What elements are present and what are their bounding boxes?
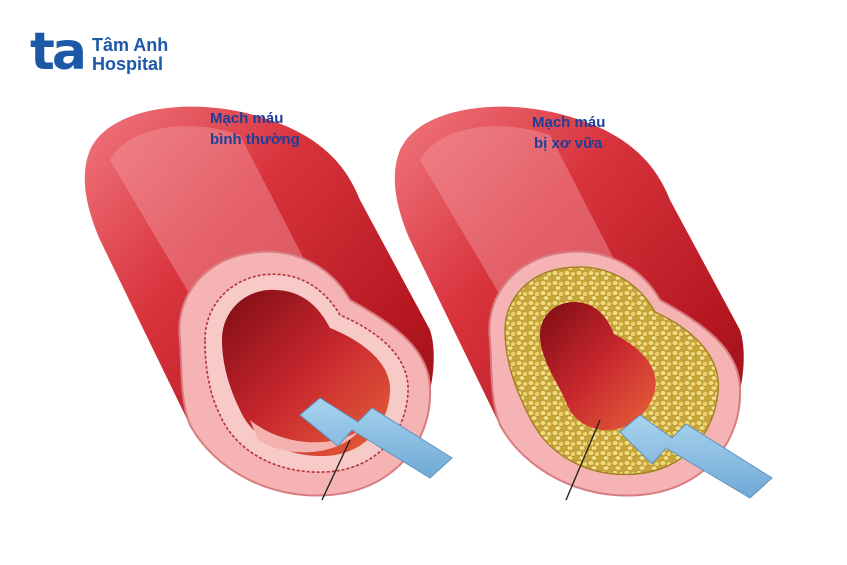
- label-athero-line1: Mạch máu: [532, 114, 606, 131]
- logo-text: Tâm Anh Hospital: [92, 36, 168, 74]
- atherosclerotic-vessel: [394, 106, 773, 501]
- label-atherosclerosis-vessel: Mạch máu bị xơ vữa: [532, 112, 605, 154]
- label-normal-line2: bình thường: [210, 131, 300, 148]
- label-athero-line2: bị xơ vữa: [534, 135, 603, 152]
- label-normal-vessel: Mạch máu bình thường: [210, 108, 300, 150]
- logo-name-line2: Hospital: [91, 54, 163, 74]
- hospital-logo: ta Tâm Anh Hospital: [30, 22, 168, 82]
- normal-vessel: [84, 106, 453, 501]
- label-normal-line1: Mạch máu: [210, 110, 284, 127]
- logo-mark: ta: [30, 22, 87, 82]
- logo-name-line1: Tâm Anh: [91, 35, 169, 55]
